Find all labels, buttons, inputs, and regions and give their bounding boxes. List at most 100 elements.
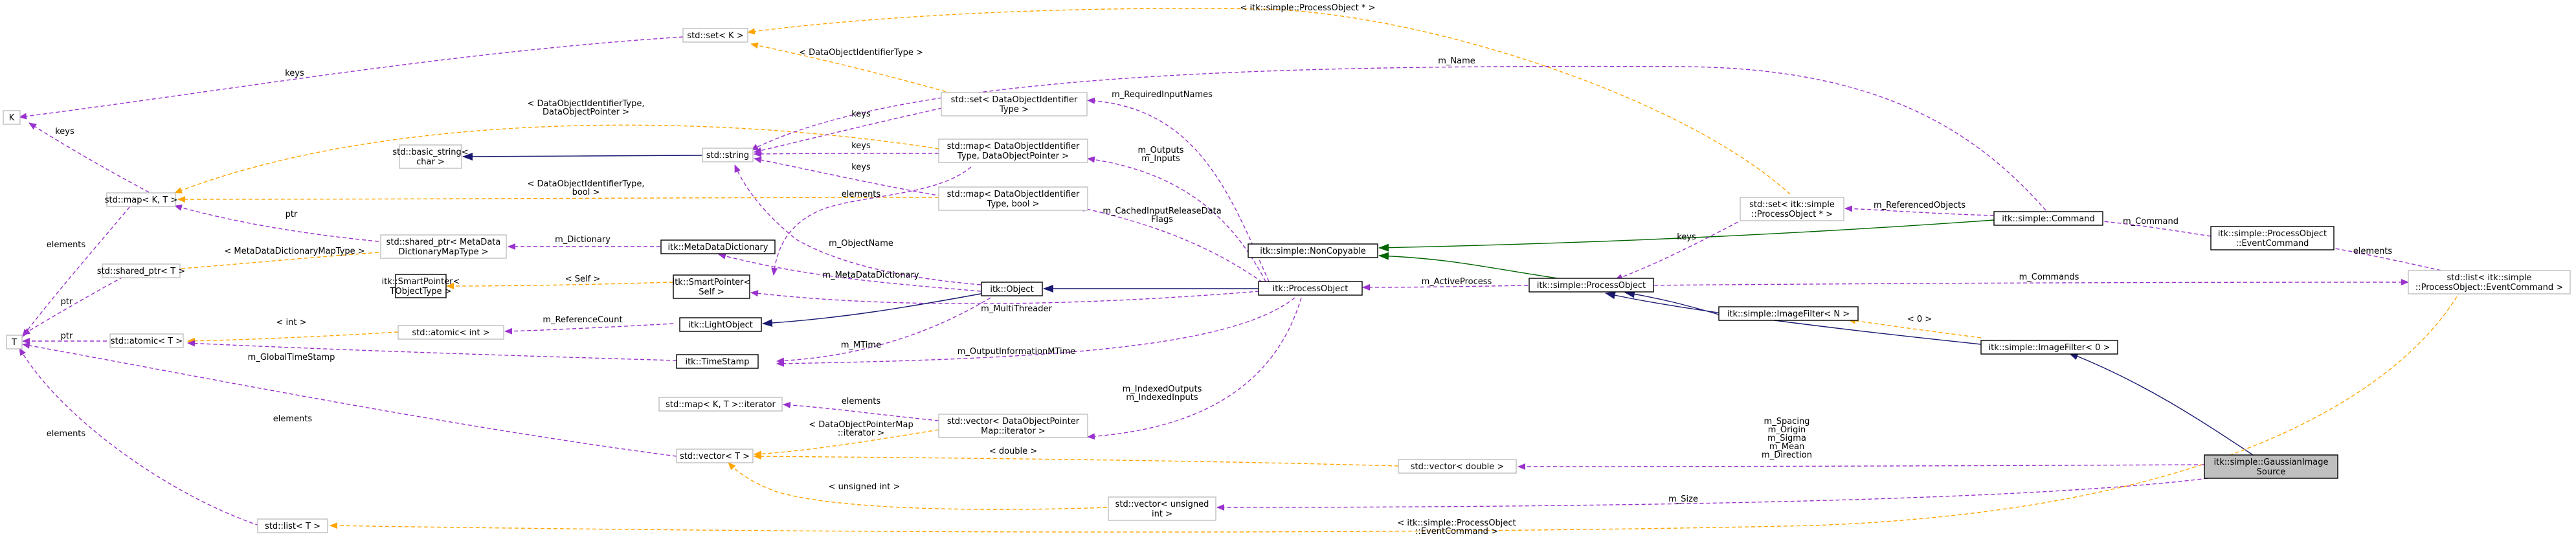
node-std-list-t[interactable]: std::list< T > (257, 518, 328, 533)
node-label-line: std::vector< double > (1411, 462, 1504, 472)
edge-multithreader: m_MultiThreader (750, 290, 1260, 314)
edge-label-elements: elements (2353, 247, 2393, 256)
edge-label-template-param: < itk::simple::ProcessObject * > (1240, 3, 1375, 13)
edge-imagefilter-0-param: < 0 > (1848, 315, 1982, 338)
edge-label-template-param: < MetaDataDictionaryMapType > (224, 247, 364, 256)
edge-required-input-names: m_RequiredInputNames (1087, 90, 1270, 282)
node-label-line: itk::simple::NonCopyable (1260, 247, 1365, 256)
node-itk-smartpointer-self[interactable]: itk::SmartPointer<Self > (673, 274, 751, 299)
edge-set-k-to-k: keys (19, 36, 684, 120)
node-label-line: char > (416, 157, 445, 167)
edge-simple-po-to-noncopyable (1378, 252, 1567, 280)
edge-atomic-int-param: < int > (187, 318, 399, 344)
node-std-list-eventcommand[interactable]: std::list< itk::simple::ProcessObject::E… (2408, 270, 2571, 294)
node-label-line: std::set< DataObjectIdentifier (951, 95, 1078, 105)
edge-label-line: < DataObjectIdentifierType, (528, 99, 645, 109)
edge-label-line: < Self > (565, 274, 601, 284)
edge-label-line: ptr (61, 297, 73, 307)
node-itk-smartpointer-tobjecttype[interactable]: itk::SmartPointer<TObjectType > (382, 274, 460, 298)
node-std-set-simple-processobject-ptr[interactable]: std::set< itk::simple::ProcessObject * > (1740, 197, 1844, 221)
edge-label-m-objectname: m_ObjectName (829, 239, 893, 249)
edge-label-line: elements (2353, 247, 2393, 256)
node-itk-simple-noncopyable[interactable]: itk::simple::NonCopyable (1248, 243, 1378, 258)
edge-label-m-referencecount: m_ReferenceCount (543, 315, 622, 325)
node-label-line: std::map< DataObjectIdentifier (947, 190, 1080, 199)
edge-label-line: m_CachedInputReleaseData (1103, 206, 1221, 216)
edge-label-line: m_Outputs (1137, 146, 1183, 155)
node-label-line: std::set< itk::simple (1749, 200, 1835, 210)
node-itk-timestamp[interactable]: itk::TimeStamp (676, 354, 759, 369)
node-label-line: Source (2257, 467, 2286, 477)
node-std-atomic-int[interactable]: std::atomic< int > (398, 325, 504, 340)
node-itk-simple-command[interactable]: itk::simple::Command (1993, 211, 2103, 226)
edge-label-line: ptr (61, 331, 73, 341)
node-label-line: Type > (999, 105, 1029, 115)
node-t[interactable]: T (6, 335, 23, 349)
node-label-line: int > (1152, 509, 1172, 519)
edge-label-line: m_Mean (1769, 442, 1805, 452)
node-std-set-k[interactable]: std::set< K > (682, 28, 748, 43)
edge-map-doi-ptr-keys: keys (754, 141, 939, 157)
node-std-shared-ptr-t[interactable]: std::shared_ptr< T > (97, 263, 185, 278)
edge-object-name: m_ObjectName (734, 164, 981, 285)
node-label-line: T (11, 338, 17, 348)
edge-label-m-activeprocess: m_ActiveProcess (1422, 277, 1492, 287)
edge-list-ec-param: < itk::simple::ProcessObject::EventComma… (330, 291, 2461, 537)
edge-size: m_Size (1216, 475, 2228, 511)
edge-label-template-param: < Self > (565, 274, 601, 284)
edge-referenced-objects: m_ReferencedObjects (1844, 201, 1995, 216)
node-std-vector-t[interactable]: std::vector< T > (676, 449, 754, 463)
node-label-line: std::shared_ptr< MetaData (386, 238, 501, 247)
node-itk-processobject[interactable]: itk::ProcessObject (1258, 281, 1363, 296)
edge-reference-count: m_ReferenceCount (504, 315, 674, 335)
edge-label-line: < DataObjectIdentifierType > (799, 48, 923, 58)
node-std-atomic-t[interactable]: std::atomic< T > (109, 333, 184, 348)
node-std-vector-dataobjectpointermap-iterator[interactable]: std::vector< DataObjectPointerMap::itera… (938, 414, 1088, 438)
node-k[interactable]: K (3, 110, 21, 125)
node-itk-simple-imagefilter-n[interactable]: itk::simple::ImageFilter< N > (1718, 306, 1859, 321)
node-itk-simple-processobject-eventcommand[interactable]: itk::simple::ProcessObject::EventCommand (2210, 226, 2335, 250)
edge-label-line: m_Spacing (1764, 417, 1810, 427)
edge-mdd-to-shared-ptr: < MetaDataDictionaryMapType > (155, 247, 379, 274)
node-label-line: Map::iterator > (981, 427, 1046, 436)
node-std-set-dataobjectidentifiertype[interactable]: std::set< DataObjectIdentifierType > (941, 92, 1088, 116)
node-label-line: itk::simple::ProcessObject (2218, 229, 2327, 239)
node-std-shared-ptr-mdd[interactable]: std::shared_ptr< MetaDataDictionaryMapTy… (380, 234, 507, 259)
edge-label-keys: keys (851, 109, 871, 119)
edge-command-name-to-string: m_Name (750, 56, 2046, 211)
edge-label-m-dictionary: m_Dictionary (555, 235, 610, 245)
node-itk-simple-imagefilter-0[interactable]: itk::simple::ImageFilter< 0 > (1980, 340, 2118, 355)
edge-label-elements: elements (842, 190, 881, 199)
node-std-map-iterator[interactable]: std::map< K, T >::iterator (658, 397, 783, 412)
node-itk-lightobject[interactable]: itk::LightObject (679, 317, 762, 332)
node-std-string[interactable]: std::string (702, 148, 754, 162)
edge-set-doi-to-set-k: < DataObjectIdentifierType > (750, 42, 959, 96)
edge-label-keys: keys (55, 127, 74, 137)
node-std-basic-string[interactable]: std::basic_string<char > (392, 144, 469, 169)
edge-label-template-param: < DataObjectIdentifierType,DataObjectPoi… (528, 99, 645, 117)
edge-output-info-mtime: m_OutputInformationMTime (776, 297, 1295, 367)
edge-label-line: < DataObjectPointerMap (809, 420, 913, 430)
node-itk-object[interactable]: itk::Object (981, 282, 1043, 296)
edge-label-line: m_Origin (1768, 425, 1806, 435)
edge-list-to-t: elements (19, 348, 260, 526)
node-itk-simple-processobject[interactable]: itk::simple::ProcessObject (1529, 278, 1654, 293)
node-std-map-doi-dataobjectpointer[interactable]: std::map< DataObjectIdentifierType, Data… (938, 139, 1088, 163)
edge-label-template-param: < int > (276, 318, 307, 327)
node-itk-metadatadictionary[interactable]: itk::MetaDataDictionary (660, 239, 776, 254)
edge-label-keys: keys (1677, 232, 1696, 242)
node-std-map-doi-bool[interactable]: std::map< DataObjectIdentifierType, bool… (938, 186, 1088, 211)
edge-label-m-mtime: m_MTime (841, 340, 881, 350)
edge-m-commands: m_Commands (1641, 272, 2409, 286)
edge-label-line: m_IndexedInputs (1126, 393, 1198, 403)
edge-label-line: keys (285, 69, 304, 78)
edge-vector-unsigned-param: < unsigned int > (728, 462, 1108, 510)
edge-set-doi-keys: keys (754, 107, 943, 154)
node-std-map-k-t[interactable]: std::map< K, T > (105, 192, 178, 207)
node-label-line: Type, bool > (987, 199, 1040, 209)
node-std-vector-double[interactable]: std::vector< double > (1398, 459, 1517, 474)
